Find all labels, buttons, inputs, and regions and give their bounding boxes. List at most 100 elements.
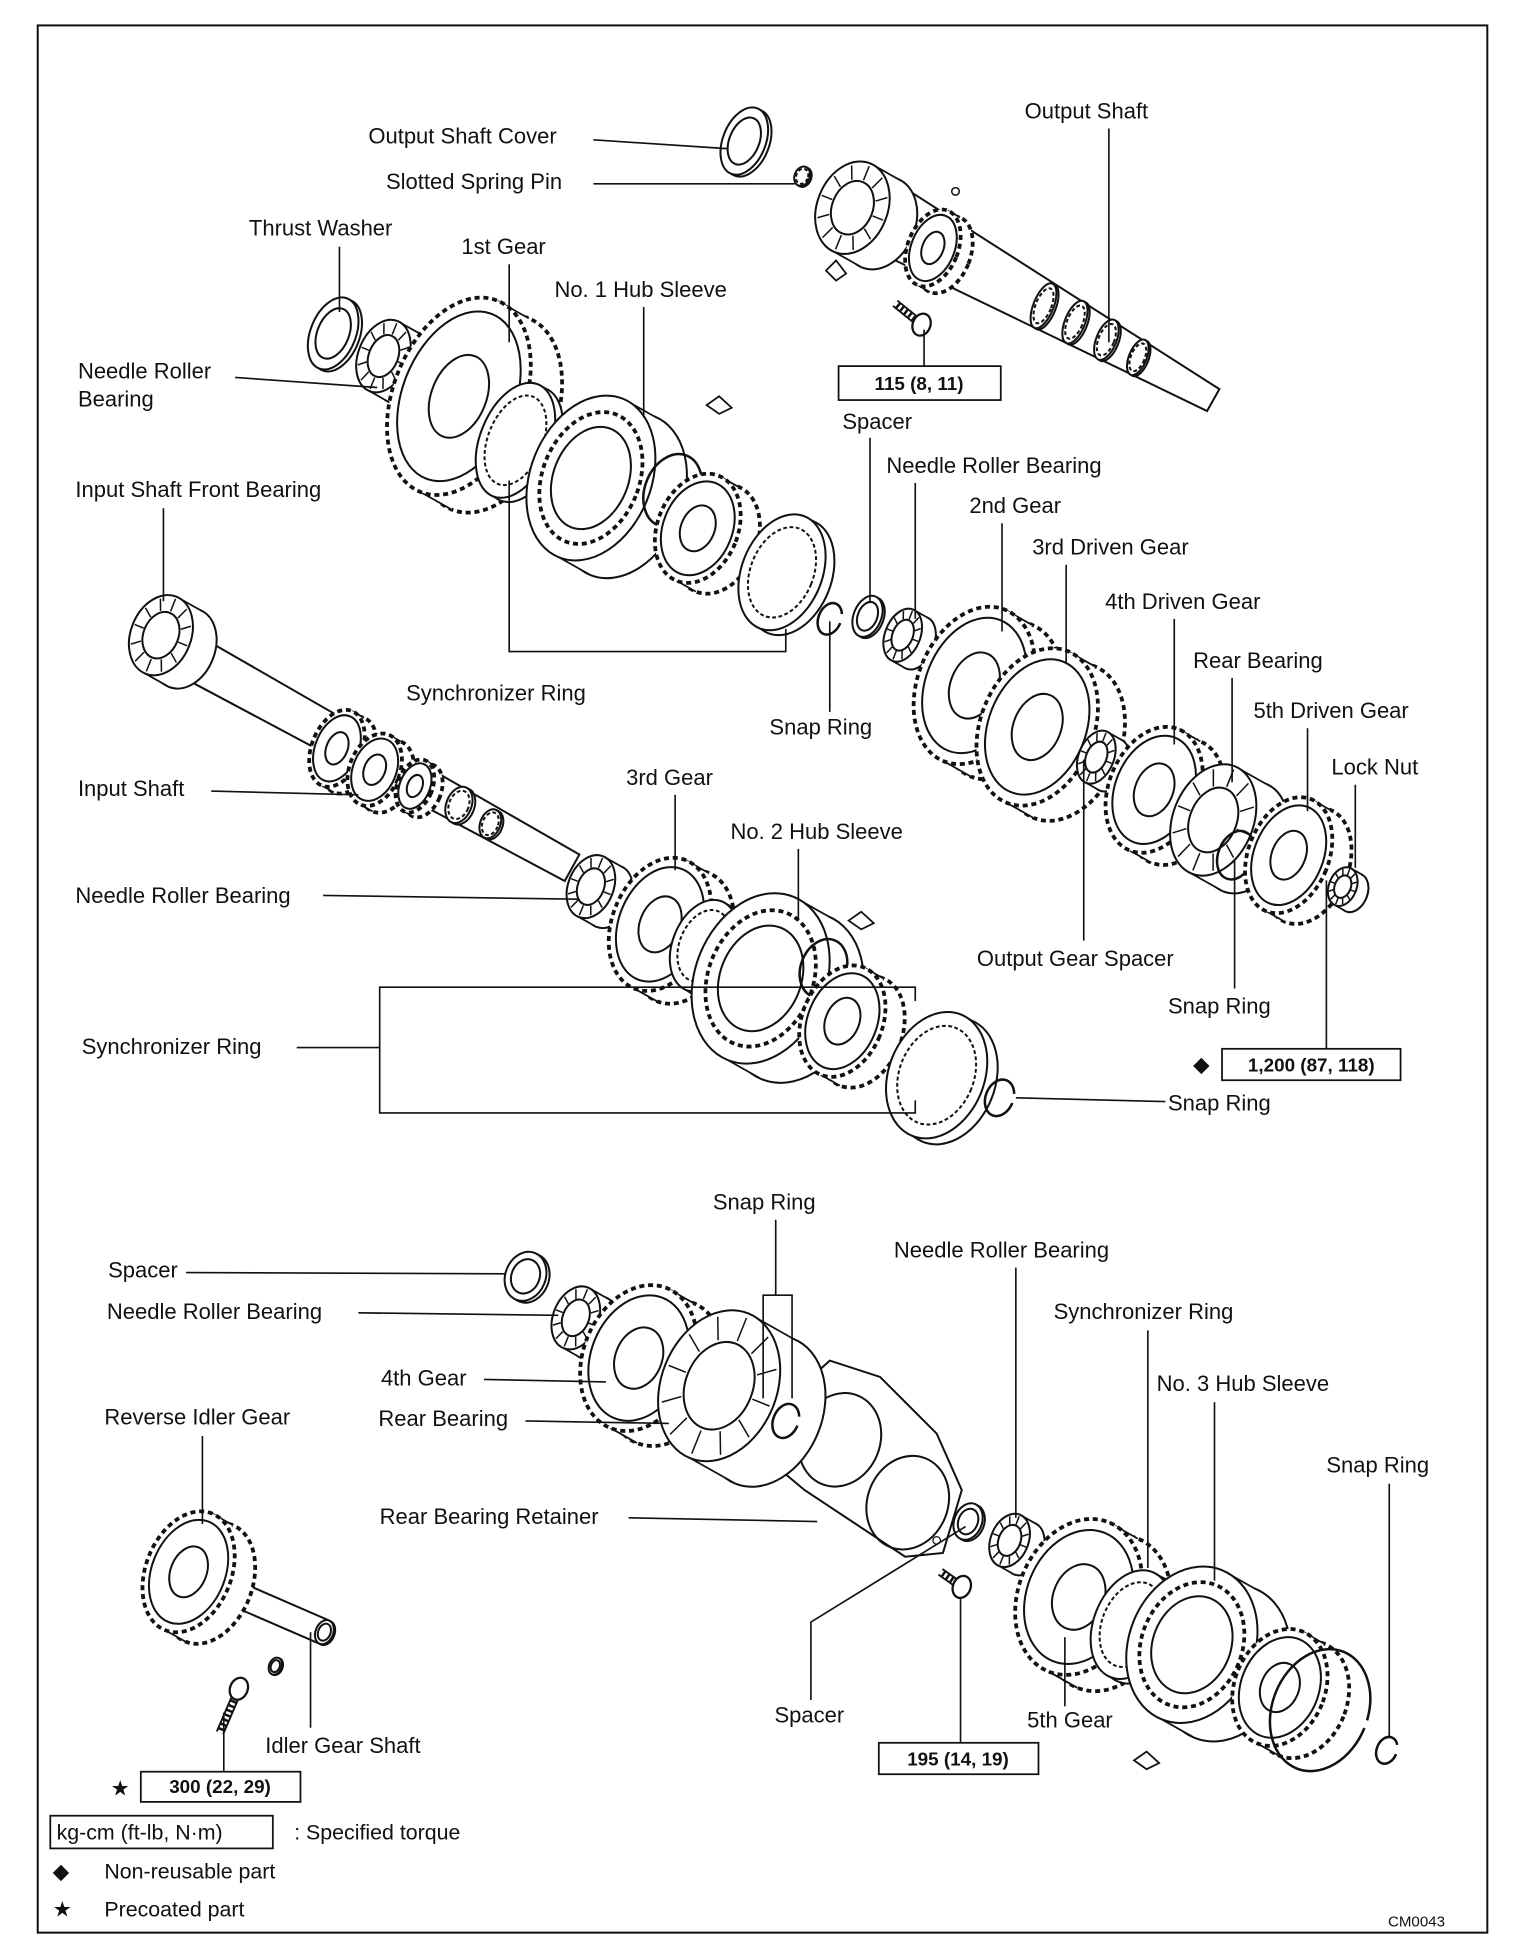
thrust-washer [306, 296, 363, 373]
leader-spacer-3 [810, 1525, 966, 1701]
callout-labels: Output Shaft Cover Slotted Spring Pin Ou… [75, 98, 1429, 1757]
shifting-key-1 [705, 395, 734, 415]
label-third-driven-gear: 3rd Driven Gear [1032, 535, 1189, 560]
leader-snap-ring-3 [1015, 1097, 1166, 1103]
label-snap-ring-4: Snap Ring [713, 1190, 816, 1215]
legend-precoated-text: Precoated part [104, 1897, 244, 1921]
label-output-shaft: Output Shaft [1025, 98, 1149, 123]
leader-needle-roller-bearing-1 [235, 376, 378, 389]
label-lock-nut: Lock Nut [1331, 755, 1418, 780]
torque-box-output-shaft-bolt [837, 365, 1002, 401]
label-snap-ring-2: Snap Ring [1168, 994, 1271, 1019]
leader-spacer-2 [186, 1271, 506, 1275]
retainer-bolt [937, 1568, 973, 1600]
legend-torque-box [49, 1814, 274, 1850]
input-shaft-gear-c [393, 757, 445, 820]
input-shaft-band-b [478, 808, 505, 841]
torque-retainer-bolt: 195 (14, 19) [907, 1748, 1009, 1769]
synchronizer-ring-2b [885, 1010, 999, 1146]
label-second-gear: 2nd Gear [969, 493, 1061, 518]
torque-lock-nut: 1,200 (87, 118) [1248, 1054, 1375, 1075]
label-thrust-washer: Thrust Washer [249, 215, 392, 240]
spacer-1 [851, 594, 886, 640]
leader-fourth-gear [484, 1378, 607, 1383]
output-shaft-cover [719, 106, 773, 178]
input-shaft-front-bearing [127, 594, 218, 690]
figure-frame [36, 24, 1489, 1934]
label-needle-roller-bearing-5: Needle Roller Bearing [107, 1299, 322, 1324]
parts-layer [127, 106, 1399, 1773]
snap-ring-5 [1374, 1735, 1399, 1765]
torque-specs: 115 (8, 11) ◆ 1,200 (87, 118) 195 (14, 1… [111, 365, 1402, 1803]
reverse-idler-gear [140, 1509, 258, 1646]
label-fifth-driven-gear: 5th Driven Gear [1253, 698, 1408, 723]
label-needle-roller-bearing-3: Needle Roller Bearing [75, 883, 290, 908]
label-spacer-2: Spacer [108, 1258, 178, 1283]
label-output-shaft-cover: Output Shaft Cover [368, 124, 556, 149]
label-output-gear-spacer: Output Gear Spacer [977, 946, 1174, 971]
non-reusable-icon: ◆ [1193, 1052, 1210, 1077]
leader-snap-ring-4 [762, 1219, 793, 1399]
rear-bearing-1 [1169, 763, 1289, 895]
idler-gear-shaft-end [313, 1619, 337, 1647]
output-shaft-bolt [892, 299, 932, 337]
label-slotted-spring-pin: Slotted Spring Pin [386, 169, 562, 194]
label-rear-bearing-1: Rear Bearing [1193, 648, 1323, 673]
label-snap-ring-3: Snap Ring [1168, 1090, 1271, 1115]
needle-roller-bearing-3 [565, 854, 634, 930]
rear-bearing-2 [657, 1309, 827, 1488]
torque-output-shaft-bolt: 115 (8, 11) [875, 373, 964, 394]
label-hub-sleeve-3: No. 3 Hub Sleeve [1157, 1371, 1329, 1396]
snap-ring-4 [771, 1402, 801, 1440]
hub-sleeve-3 [1125, 1565, 1292, 1743]
legend: kg-cm (ft-lb, N·m) : Specified torque ◆ … [49, 1814, 460, 1922]
output-shaft-spline-a [1029, 282, 1060, 331]
lock-nut [1326, 866, 1370, 914]
legend-non-reusable-icon: ◆ [53, 1860, 70, 1885]
torque-box-idler-shaft-bolt [139, 1770, 302, 1803]
leader-rear-bearing-retainer [628, 1516, 818, 1523]
snap-ring-1 [816, 601, 844, 636]
label-needle-roller-bearing-1-line2: Bearing [78, 386, 154, 411]
label-third-gear: 3rd Gear [626, 765, 713, 790]
leader-rear-bearing-2 [525, 1420, 669, 1425]
snap-ring-3 [983, 1078, 1016, 1118]
output-shaft-gear [903, 207, 975, 296]
label-needle-roller-bearing-4: Needle Roller Bearing [894, 1238, 1109, 1263]
precoated-icon: ★ [111, 1777, 130, 1802]
slotted-spring-pin [793, 165, 813, 188]
shifting-key-3 [1132, 1750, 1161, 1771]
idler-shaft-washer [267, 1656, 285, 1677]
output-shaft-ball [950, 186, 961, 196]
label-spacer-1: Spacer [842, 409, 912, 434]
legend-precoated-icon: ★ [53, 1897, 72, 1922]
label-spacer-3: Spacer [774, 1703, 844, 1728]
label-input-shaft: Input Shaft [78, 776, 184, 801]
label-snap-ring-5: Snap Ring [1326, 1452, 1429, 1477]
label-synchronizer-ring-2: Synchronizer Ring [82, 1034, 262, 1059]
torque-box-lock-nut [1221, 1047, 1402, 1082]
label-rear-bearing-retainer: Rear Bearing Retainer [380, 1504, 599, 1529]
label-input-shaft-front-bearing: Input Shaft Front Bearing [75, 477, 321, 502]
legend-torque-unit: kg-cm (ft-lb, N·m) [57, 1821, 223, 1845]
leader-output-shaft-cover [593, 139, 727, 150]
label-snap-ring-1: Snap Ring [769, 714, 872, 739]
label-fourth-gear: 4th Gear [381, 1366, 467, 1391]
label-reverse-idler-gear: Reverse Idler Gear [104, 1405, 290, 1430]
label-fifth-gear: 5th Gear [1027, 1708, 1113, 1733]
synchronizer-ring-1b [737, 513, 836, 637]
label-rear-bearing-2: Rear Bearing [378, 1406, 508, 1431]
leader-lines [162, 128, 1391, 1772]
hub-2 [797, 963, 907, 1090]
output-shaft-lock-plate [824, 259, 848, 282]
output-shaft-spline-b [1061, 299, 1091, 346]
label-needle-roller-bearing-1-line1: Needle Roller [78, 359, 211, 384]
torque-box-retainer-bolt [877, 1741, 1040, 1776]
hub-sleeve-1 [525, 394, 688, 580]
leader-needle-roller-bearing-3 [323, 894, 579, 901]
label-idler-gear-shaft: Idler Gear Shaft [265, 1733, 420, 1758]
figure-code: CM0043 [1388, 1913, 1445, 1930]
leader-needle-roller-bearing-5 [358, 1312, 559, 1317]
label-synchronizer-ring-1: Synchronizer Ring [406, 681, 586, 706]
